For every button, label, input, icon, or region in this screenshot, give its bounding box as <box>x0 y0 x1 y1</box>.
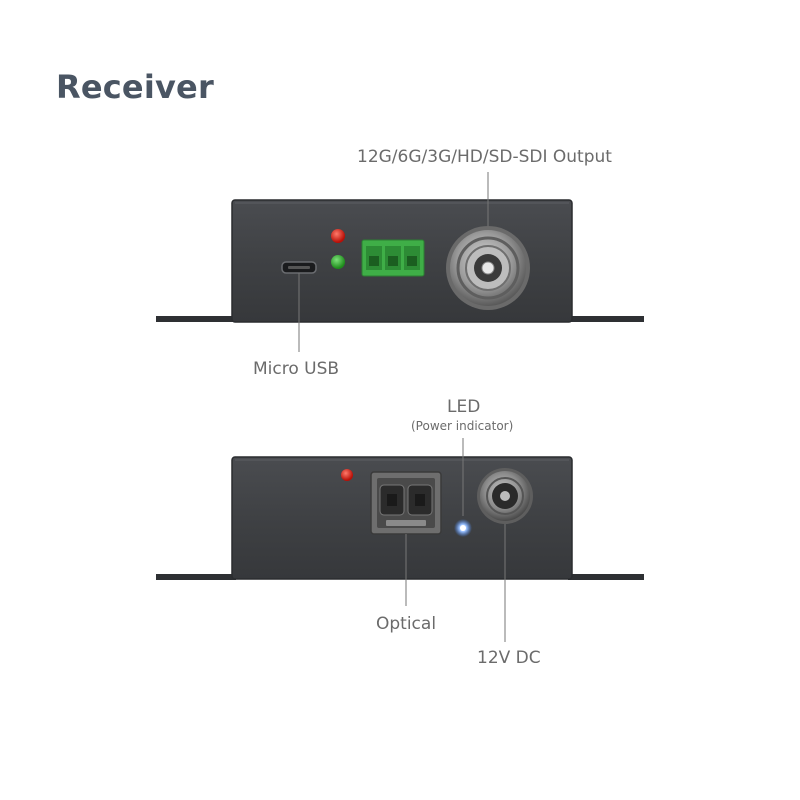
led-label: LED <box>447 397 481 417</box>
micro-usb-port[interactable] <box>281 261 317 274</box>
front-led-green <box>331 255 345 269</box>
front-led-red <box>331 229 345 243</box>
dc-power-jack[interactable] <box>477 468 533 524</box>
rear-flange-right <box>568 574 644 580</box>
sdi-output-label: 12G/6G/3G/HD/SD-SDI Output <box>357 147 612 167</box>
power-led <box>460 525 466 531</box>
led-sublabel: (Power indicator) <box>411 419 514 433</box>
page-title: Receiver <box>56 68 214 106</box>
terminal-block[interactable] <box>361 239 425 277</box>
front-panel <box>156 172 644 352</box>
rear-led-red <box>341 469 353 481</box>
front-flange-right <box>568 316 644 322</box>
front-flange-left <box>156 316 236 322</box>
rear-flange-left <box>156 574 236 580</box>
micro-usb-label: Micro USB <box>253 359 340 379</box>
optical-port[interactable] <box>370 471 442 535</box>
sdi-bnc-connector[interactable] <box>446 226 530 310</box>
dc-label: 12V DC <box>477 648 541 668</box>
optical-label: Optical <box>376 614 437 634</box>
rear-panel <box>156 438 644 642</box>
